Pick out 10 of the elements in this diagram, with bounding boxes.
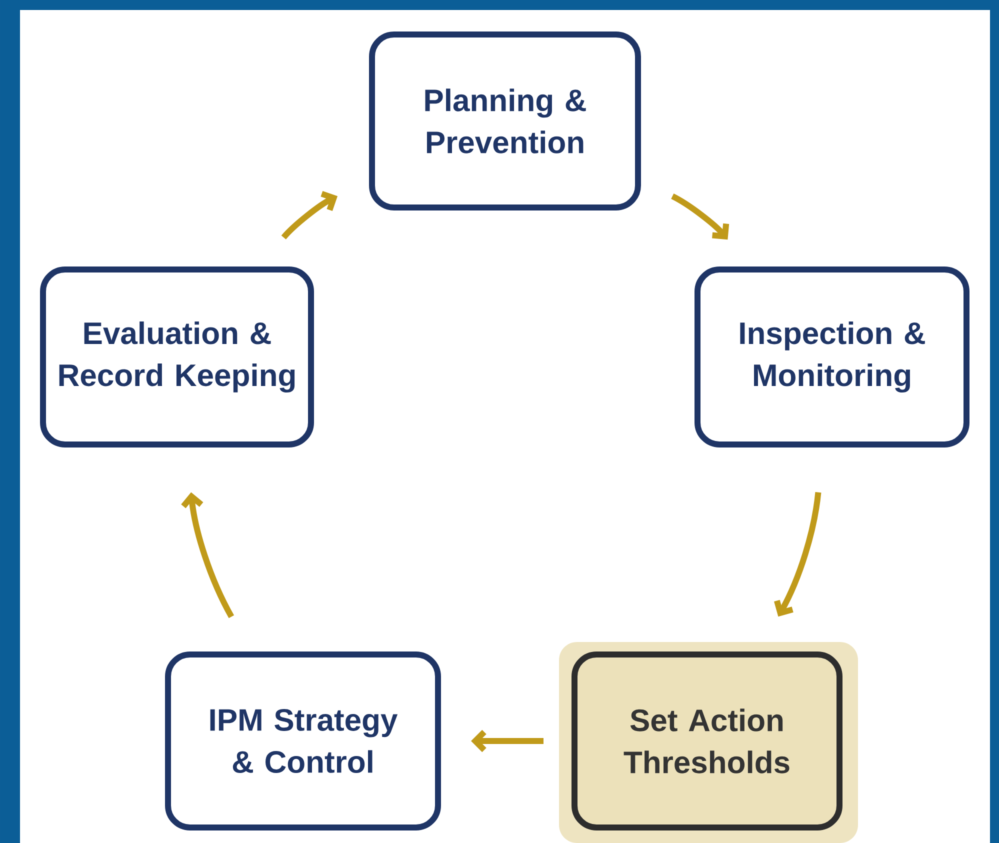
process-box: Set Action Thresholds bbox=[572, 652, 842, 830]
arrow bbox=[281, 190, 338, 240]
arrow bbox=[774, 492, 822, 617]
process-box: Evaluation & Record Keeping bbox=[40, 266, 314, 448]
arrow bbox=[671, 194, 730, 240]
arrow bbox=[471, 730, 544, 752]
process-box: Inspection & Monitoring bbox=[694, 266, 970, 448]
arrow bbox=[181, 492, 234, 618]
process-box: Planning & Prevention bbox=[369, 32, 641, 210]
process-box: IPM Strategy & Control bbox=[165, 652, 441, 830]
